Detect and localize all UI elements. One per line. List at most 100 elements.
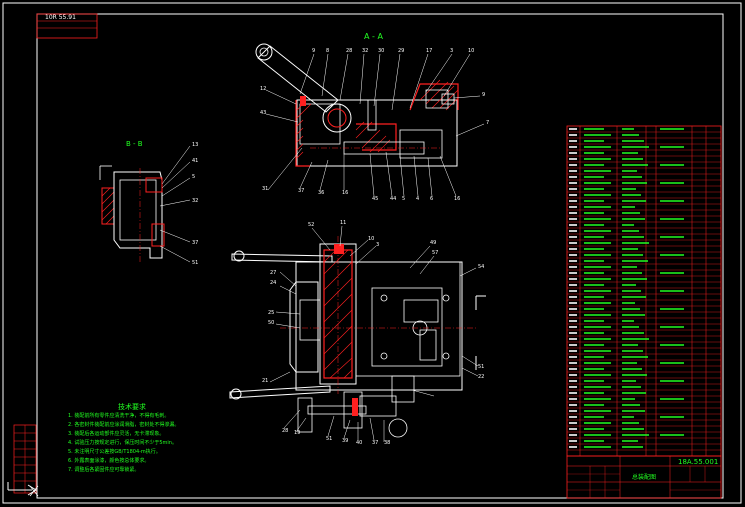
bom-text-mark bbox=[584, 266, 611, 268]
bom-text-mark bbox=[622, 242, 649, 244]
bom-index-mark bbox=[569, 410, 577, 412]
bom-text-mark bbox=[660, 326, 684, 328]
bom-index-mark bbox=[569, 434, 577, 436]
bom-text-mark bbox=[584, 134, 611, 136]
bom-text-mark bbox=[622, 158, 643, 160]
title-block bbox=[566, 455, 722, 499]
leader-number: 7 bbox=[486, 120, 490, 126]
bom-index-mark bbox=[569, 380, 577, 382]
bom-text-mark bbox=[622, 194, 641, 196]
bom-text-mark bbox=[622, 296, 646, 298]
bom-index-mark bbox=[569, 356, 577, 358]
bom-index-mark bbox=[569, 284, 577, 286]
section-aa-title: A - A bbox=[364, 32, 383, 41]
leader-number: 5 bbox=[402, 196, 406, 202]
leader-number: 51 bbox=[478, 364, 485, 370]
bom-index-mark bbox=[569, 350, 577, 352]
bom-text-mark bbox=[584, 212, 604, 214]
bom-index-mark bbox=[569, 236, 577, 238]
bom-text-mark bbox=[622, 386, 641, 388]
bom-index-mark bbox=[569, 158, 577, 160]
bom-index-mark bbox=[569, 314, 577, 316]
bom-text-mark bbox=[622, 164, 648, 166]
bom-text-mark bbox=[622, 356, 648, 358]
bom-text-mark bbox=[660, 182, 684, 184]
leader-number: 41 bbox=[192, 158, 199, 164]
note-line: 5. 未注明尺寸公差按GB/T1804-m执行。 bbox=[68, 449, 161, 455]
bom-text-mark bbox=[622, 284, 636, 286]
bom-index-mark bbox=[569, 194, 577, 196]
bom-index-mark bbox=[569, 428, 577, 430]
note-line: 2. 各密封件装配前应涂润滑脂，密封处不得渗漏。 bbox=[68, 422, 180, 428]
bom-index-mark bbox=[569, 446, 577, 448]
bom-text-mark bbox=[622, 446, 643, 448]
bom-index-mark bbox=[569, 368, 577, 370]
leader-number: 39 bbox=[342, 438, 349, 444]
bom-index-mark bbox=[569, 386, 577, 388]
bom-text-mark bbox=[622, 152, 638, 154]
bom-text-mark bbox=[622, 134, 639, 136]
left-side-table bbox=[13, 424, 37, 494]
bom-text-mark bbox=[622, 128, 634, 130]
bom-text-mark bbox=[660, 344, 684, 346]
section-bb-view bbox=[99, 145, 191, 263]
leader-number: 8 bbox=[326, 48, 330, 54]
bom-index-mark bbox=[569, 374, 577, 376]
bom-index-mark bbox=[569, 254, 577, 256]
bom-text-mark bbox=[622, 350, 643, 352]
leader-number: 37 bbox=[298, 188, 305, 194]
bom-text-mark bbox=[660, 128, 684, 130]
bom-text-mark bbox=[584, 140, 604, 142]
bom-text-mark bbox=[584, 338, 611, 340]
bom-text-mark bbox=[584, 416, 604, 418]
bom-text-mark bbox=[584, 290, 611, 292]
bom-text-mark bbox=[584, 218, 611, 220]
bom-text-mark bbox=[584, 158, 611, 160]
bom-index-mark bbox=[569, 416, 577, 418]
bom-text-mark bbox=[660, 272, 684, 274]
bom-text-mark bbox=[622, 410, 645, 412]
bom-text-mark bbox=[660, 308, 684, 310]
bom-index-mark bbox=[569, 224, 577, 226]
bom-text-mark bbox=[622, 314, 645, 316]
top-stamp-line1: 10R 55.91 bbox=[45, 14, 76, 21]
bom-text-mark bbox=[584, 236, 604, 238]
bom-text-mark bbox=[584, 152, 604, 154]
leader-number: 16 bbox=[342, 190, 349, 196]
bom-text-mark bbox=[622, 224, 634, 226]
leader-number: 16 bbox=[454, 196, 461, 202]
bom-text-mark bbox=[622, 302, 635, 304]
bom-text-mark bbox=[584, 278, 611, 280]
bom-text-mark bbox=[622, 248, 638, 250]
bom-text-mark bbox=[622, 332, 644, 334]
leader-number: 31 bbox=[262, 186, 269, 192]
bom-text-mark bbox=[622, 422, 639, 424]
bom-text-mark bbox=[622, 260, 648, 262]
bom-text-mark bbox=[584, 254, 611, 256]
bom-text-mark bbox=[584, 128, 604, 130]
leader-number: 57 bbox=[432, 250, 439, 256]
bom-index-mark bbox=[569, 170, 577, 172]
bom-text-mark bbox=[584, 164, 604, 166]
leader-number: 51 bbox=[192, 260, 199, 266]
bom-text-mark bbox=[660, 434, 684, 436]
bom-index-mark bbox=[569, 422, 577, 424]
bom-text-mark bbox=[622, 254, 643, 256]
bom-text-mark bbox=[622, 266, 637, 268]
bom-index-mark bbox=[569, 332, 577, 334]
bom-text-mark bbox=[584, 320, 604, 322]
leader-number: 6 bbox=[430, 196, 434, 202]
bom-index-mark bbox=[569, 248, 577, 250]
leader-number: 30 bbox=[378, 48, 385, 54]
bom-text-mark bbox=[622, 290, 641, 292]
bom-text-mark bbox=[584, 446, 611, 448]
leader-number: 38 bbox=[384, 440, 391, 446]
bom-text-mark bbox=[584, 326, 611, 328]
bom-index-mark bbox=[569, 200, 577, 202]
leader-number: 49 bbox=[430, 240, 437, 246]
bom-text-mark bbox=[584, 242, 611, 244]
bom-text-mark bbox=[622, 404, 640, 406]
bom-text-mark bbox=[622, 230, 639, 232]
bom-text-mark bbox=[584, 398, 611, 400]
